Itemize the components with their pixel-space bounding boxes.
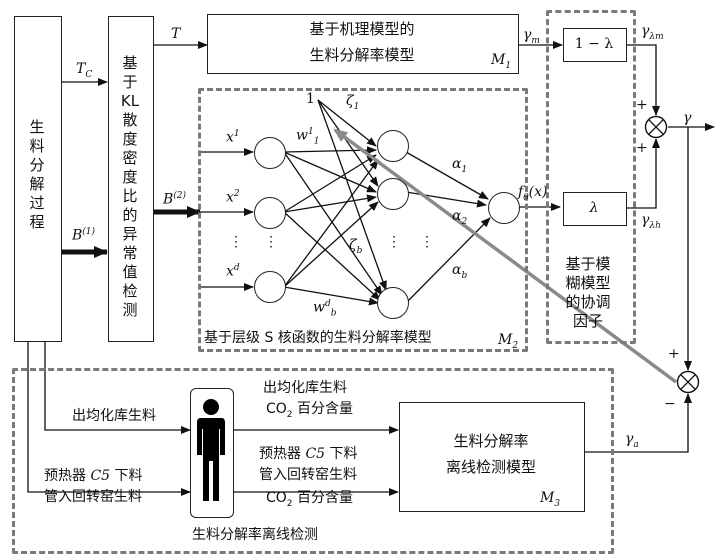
coordination-panel (546, 10, 636, 344)
offline-model-box (399, 402, 585, 512)
tc-label: TC (76, 61, 93, 80)
one-minus-lambda-label: 1 − λ (574, 36, 614, 52)
coord-caption-3: 的协调 (565, 293, 611, 311)
offline-caption: 生料分解率离线检测 (192, 527, 318, 543)
b1-label: B(1) (72, 227, 96, 244)
x2-label: x2 (226, 189, 240, 206)
summing-junction-icon (644, 115, 668, 139)
lambda-box (563, 192, 627, 226)
kernel-model-caption: 基于层级 S 核函数的生料分解率模型 (204, 330, 432, 346)
offline-left-label-2b: 管入回转窑生料 (44, 489, 142, 505)
b2-label: B(2) (163, 191, 187, 208)
offline-right-label-2c: CO2 百分含量 (266, 490, 353, 509)
input-dots-left: ⋮ (229, 234, 243, 250)
error-summing-junction-icon (676, 370, 700, 394)
plus-bottom-label: + (636, 140, 648, 156)
hidden-node-b (377, 287, 409, 319)
minus-right-label: − (664, 396, 676, 412)
process-box (14, 16, 62, 342)
f-theta-label: fθ(x) (518, 184, 548, 203)
offline-left-label-1: 出均化库生料 (72, 408, 156, 424)
anomaly-detection-label: 基于KL散度密度比的异常值检测 (120, 54, 140, 319)
hidden-dots: ⋮ (387, 234, 401, 250)
x1-label: x1 (226, 129, 240, 146)
bias-input-label: 1 (306, 91, 315, 107)
error-feedback-arrow (333, 128, 678, 384)
gamma-lambda-h-label: γλh (641, 212, 661, 231)
kernel-model-panel (198, 88, 528, 352)
offline-model-line1: 生料分解率 (453, 432, 529, 450)
coord-caption-4: 因子 (572, 312, 603, 330)
one-minus-lambda-box (563, 28, 627, 62)
plus-top-label: + (636, 97, 648, 113)
xd-label: xd (226, 263, 240, 280)
hidden-dots-right: ⋮ (420, 234, 434, 250)
person-icon (197, 399, 225, 501)
m3-tag: M3 (540, 490, 561, 509)
alpha-1-label: α1 (452, 156, 468, 175)
gamma-m-label: γm (523, 27, 540, 46)
alpha-b-label: αb (452, 262, 468, 281)
gamma-lambda-m-label: γλm (641, 23, 664, 42)
gamma-label: γ (683, 110, 692, 126)
offline-model-line2: 离线检测模型 (445, 458, 536, 476)
gamma-a-label: γa (625, 431, 639, 450)
coord-caption-1: 基于模 (565, 255, 611, 273)
offline-right-label-2a: 预热器 C5 下料 (259, 446, 358, 462)
mechanism-model-line2: 生料分解率模型 (309, 46, 415, 64)
hidden-node-2 (377, 178, 409, 210)
offline-right-label-2b: 管入回转窑生料 (259, 467, 357, 483)
output-node (488, 192, 520, 224)
alpha-2-label: α2 (452, 208, 468, 227)
m1-tag: M1 (491, 52, 512, 71)
input-node-2 (254, 197, 286, 229)
plus-right-label: + (668, 346, 680, 362)
offline-right-label-1b: CO2 百分含量 (266, 401, 353, 420)
offline-left-label-2a: 预热器 C5 下料 (44, 468, 143, 484)
offline-detection-panel (12, 368, 614, 554)
input-node-1 (254, 137, 286, 169)
input-node-d (254, 271, 286, 303)
hidden-node-1 (377, 130, 409, 162)
zeta-b-label: ζb (349, 237, 363, 256)
w11-label: w11 (296, 127, 320, 147)
mechanism-model-line1: 基于机理模型的 (309, 20, 415, 38)
zeta-1-label: ζ1 (346, 93, 360, 112)
wbd-label: wdb (313, 299, 337, 319)
process-box-label: 生料分解过程 (29, 118, 45, 231)
mechanism-model-box (207, 14, 519, 74)
anomaly-detection-box (108, 16, 154, 342)
m2-tag: M2 (498, 332, 519, 351)
weight-connections (283, 146, 383, 306)
offline-right-label-1a: 出均化库生料 (263, 380, 347, 396)
coord-caption-2: 糊模型 (565, 274, 611, 292)
t-signal-label: T (171, 26, 181, 42)
lambda-label: λ (589, 200, 599, 216)
input-dots-mid: ⋮ (264, 234, 278, 250)
